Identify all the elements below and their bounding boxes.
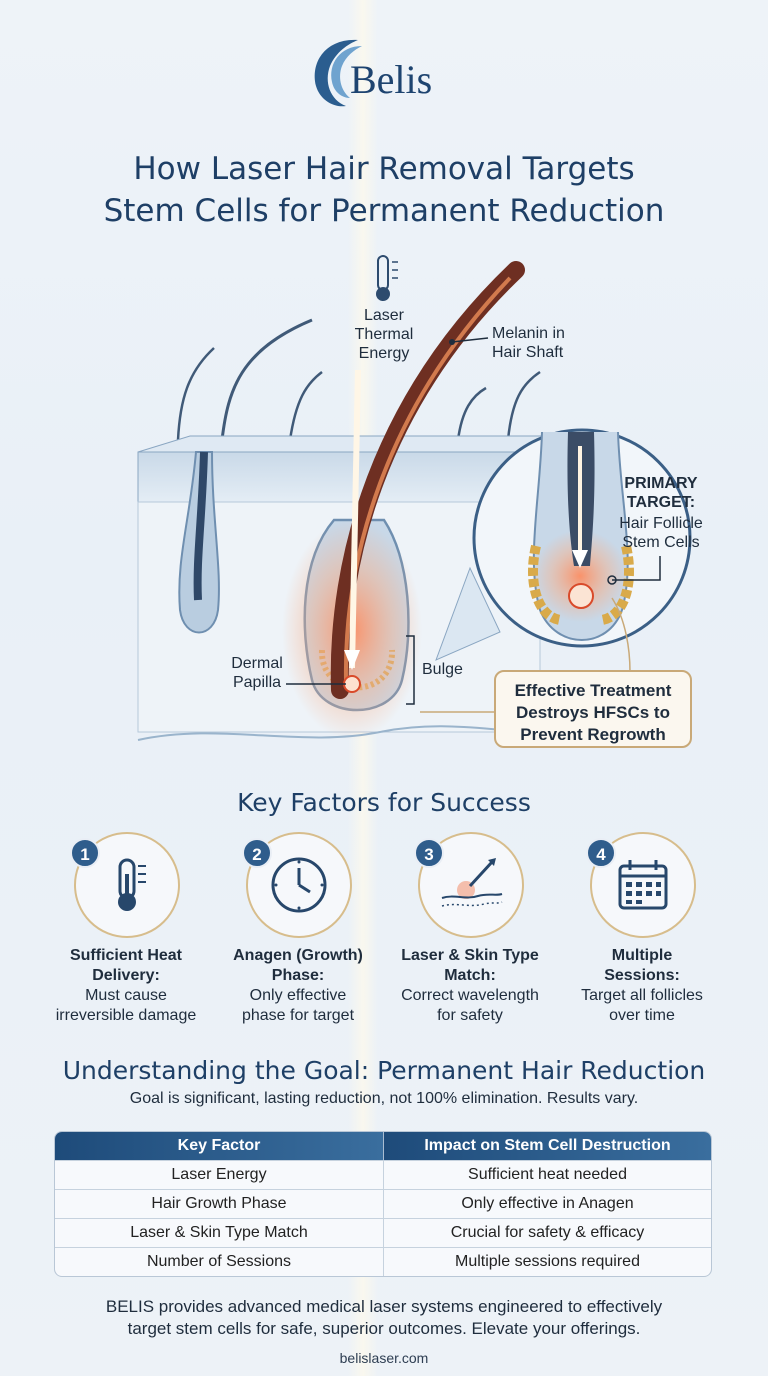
table-row: Hair Growth Phase Only effective in Anag… — [55, 1189, 711, 1218]
stem-cells-label: Hair Follicle Stem Cells — [619, 515, 703, 551]
hair-follicle-diagram — [137, 255, 692, 741]
dermal-papilla — [343, 675, 361, 693]
factor-number: 2 — [242, 838, 272, 868]
main-hair-shaft — [330, 261, 525, 699]
goal-title: Understanding the Goal: Permanent Hair R… — [62, 1056, 706, 1085]
hair-strand — [456, 386, 487, 441]
table-cell: Sufficient heat needed — [383, 1160, 711, 1189]
laser-arrow-head — [344, 650, 360, 670]
zoom-arrow-head — [572, 550, 588, 568]
factor-number: 3 — [414, 838, 444, 868]
table-cell: Multiple sessions required — [383, 1247, 711, 1276]
factors-title: Key Factors for Success — [237, 788, 531, 817]
hair-strand — [506, 370, 541, 441]
table-row: Laser Energy Sufficient heat needed — [55, 1160, 711, 1189]
callout-connector-line — [611, 597, 631, 673]
factor-desc: Only effective phase for target — [241, 987, 355, 1024]
left-hair-shaft — [193, 451, 208, 601]
table-cell: Only effective in Anagen — [383, 1189, 711, 1218]
table-header: Key Factor — [55, 1132, 383, 1160]
treatment-callout: Effective Treatment Destroys HFSCs to Pr… — [494, 670, 692, 748]
zoom-connector — [435, 566, 501, 661]
bulge-label: Bulge — [422, 661, 463, 678]
dermal-papilla-label: Dermal Papilla — [231, 655, 283, 691]
table-header-row: Key Factor Impact on Stem Cell Destructi… — [55, 1132, 711, 1160]
footer-line-1: BELIS provides advanced medical laser sy… — [105, 1297, 663, 1316]
zoom-heat-glow — [532, 530, 628, 622]
clock-icon — [271, 857, 327, 913]
primary-target-label: PRIMARY TARGET: — [624, 475, 698, 511]
zoom-stem-cells-right — [600, 544, 634, 625]
footer-line-2: target stem cells for safe, superior out… — [127, 1319, 641, 1338]
factor-desc: Target all follicles over time — [581, 987, 703, 1024]
table-row: Number of Sessions Multiple sessions req… — [55, 1247, 711, 1276]
melanin-highlight — [343, 276, 512, 681]
factor-title: Multiple Sessions: — [604, 947, 680, 984]
factor-number: 4 — [586, 838, 616, 868]
page-title: How Laser Hair Removal Targets Stem Cell… — [0, 148, 768, 232]
factor-title: Sufficient Heat Delivery: — [69, 947, 182, 984]
melanin-label: Melanin in Hair Shaft — [492, 325, 565, 361]
footer-text: BELIS provides advanced medical laser sy… — [0, 1296, 768, 1340]
table-header: Impact on Stem Cell Destruction — [383, 1132, 711, 1160]
factor-title: Anagen (Growth) Phase: — [233, 947, 363, 984]
laser-beam — [349, 369, 361, 669]
brand-logo — [0, 30, 768, 110]
laser-skin-icon — [441, 858, 503, 907]
thermometer-icon — [376, 255, 398, 301]
factor-desc: Must cause irreversible damage — [55, 987, 197, 1024]
table-cell: Crucial for safety & efficacy — [383, 1218, 711, 1247]
table-row: Laser & Skin Type Match Crucial for safe… — [55, 1218, 711, 1247]
factor-desc: Correct wavelength for safety — [401, 987, 539, 1024]
logo-swoosh-icon — [314, 39, 362, 107]
hair-strand — [220, 318, 313, 441]
website-link[interactable]: belislaser.com — [339, 1350, 429, 1366]
table-cell: Number of Sessions — [55, 1247, 383, 1276]
stem-cell-pointer-line — [612, 556, 661, 581]
brand-name: Belis — [350, 57, 433, 102]
hair-strand — [176, 347, 215, 441]
table-cell: Laser & Skin Type Match — [55, 1218, 383, 1247]
bulge-bracket — [406, 635, 415, 705]
factor-number: 1 — [70, 838, 100, 868]
laser-thermal-energy-label: Laser Thermal Energy — [354, 307, 414, 362]
title-line-1: How Laser Hair Removal Targets — [133, 151, 635, 187]
hair-strand — [288, 371, 323, 441]
table-cell: Hair Growth Phase — [55, 1189, 383, 1218]
factor-title: Laser & Skin Type Match: — [401, 947, 539, 984]
zoom-stem-cells-left — [528, 544, 562, 625]
factors-table: Key Factor Impact on Stem Cell Destructi… — [54, 1131, 712, 1277]
thermometer-icon — [118, 858, 146, 911]
melanin-pointer-line — [451, 337, 489, 343]
title-line-2: Stem Cells for Permanent Reduction — [103, 193, 665, 229]
goal-subtitle: Goal is significant, lasting reduction, … — [129, 1090, 639, 1107]
calendar-icon — [618, 860, 668, 910]
table-cell: Laser Energy — [55, 1160, 383, 1189]
